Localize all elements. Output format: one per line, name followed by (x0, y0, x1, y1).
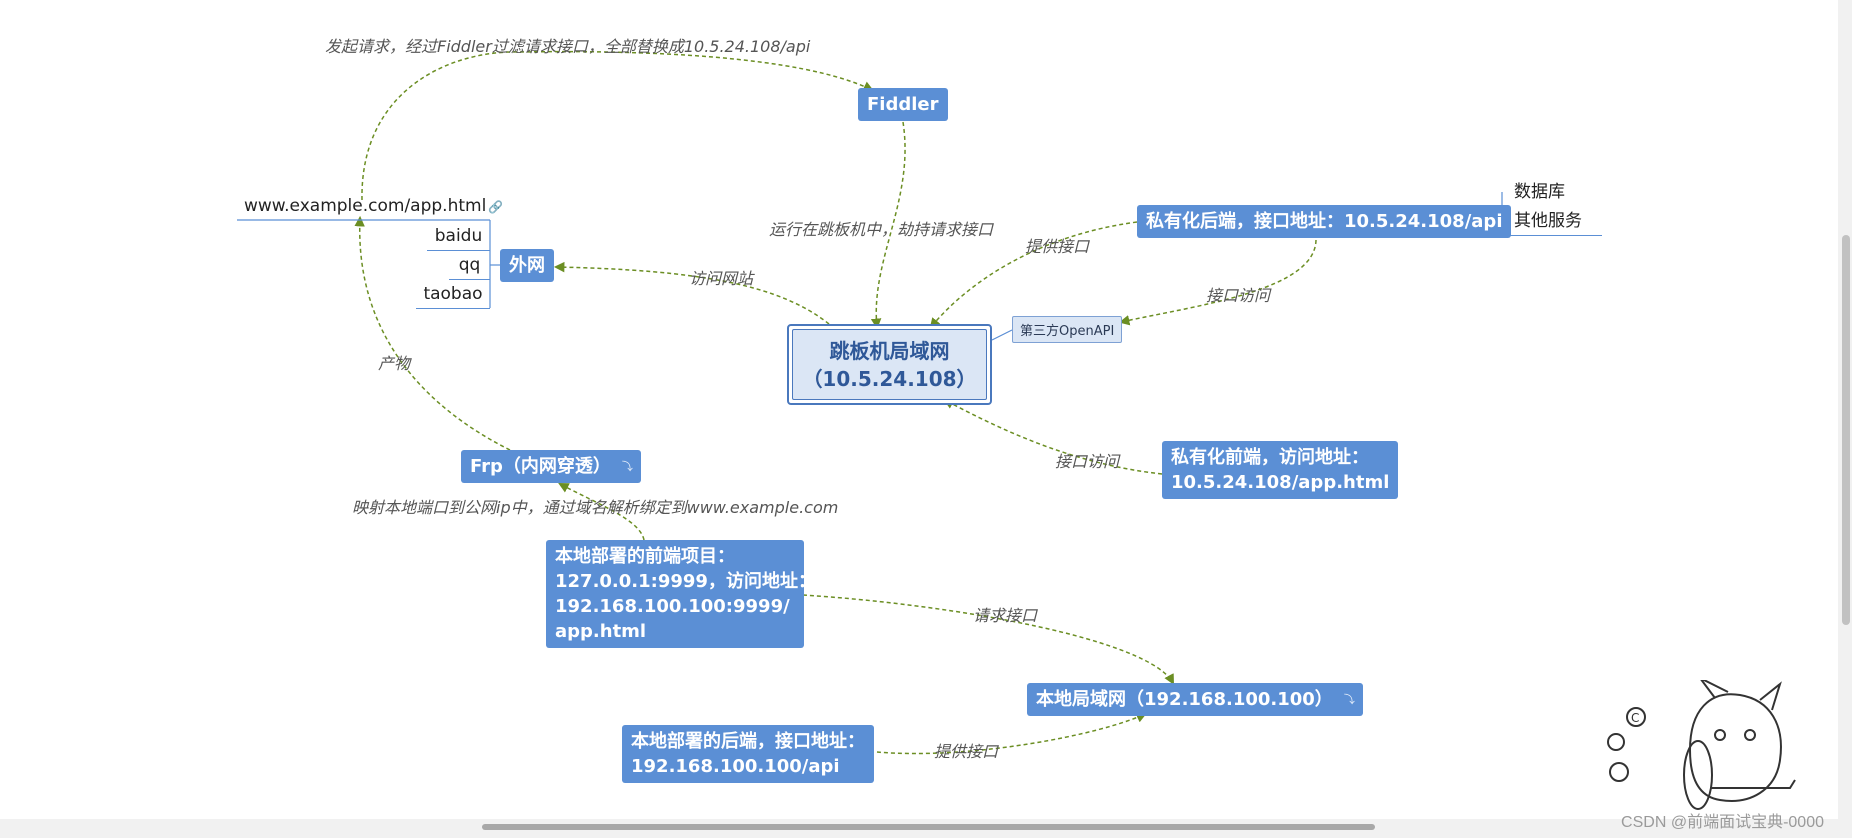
center-node-inner: 跳板机局域网 （10.5.24.108） (792, 329, 987, 400)
third-party-label: 第三方OpenAPI (1020, 324, 1115, 339)
leaf-baidu-label: baidu (434, 226, 483, 246)
horizontal-scroll-thumb[interactable] (482, 824, 1375, 830)
vertical-scroll-thumb[interactable] (1842, 235, 1850, 625)
label-request-api: 请求接口 (973, 606, 1038, 625)
center-node[interactable]: 跳板机局域网 （10.5.24.108） (787, 324, 992, 405)
frp-collapse-icon[interactable]: ⤵ (621, 459, 633, 473)
local-lan-collapse-icon[interactable]: ⤵ (1343, 692, 1355, 706)
local-lan-label: 本地局域网（192.168.100.100） (1036, 689, 1333, 710)
label-product: 产物 (378, 354, 411, 373)
site-leaf-qq[interactable]: qq (449, 254, 490, 280)
local-frontend-line3: 192.168.100.100:9999/ (555, 596, 790, 617)
edge-request-api (802, 594, 1174, 685)
fiddler-node[interactable]: Fiddler (858, 88, 948, 121)
backend-child-other-label: 其他服务 (1514, 211, 1582, 231)
edge-api-access-private (1118, 239, 1317, 326)
local-frontend-node[interactable]: 本地部署的前端项目： 127.0.0.1:9999，访问地址： 192.168.… (546, 540, 816, 648)
label-visit-site: 访问网站 (689, 269, 754, 288)
label-api-access-private: 接口访问 (1206, 286, 1271, 305)
private-frontend-node[interactable]: 私有化前端，访问地址： 10.5.24.108/app.html (1162, 441, 1399, 499)
leaf-qq-label: qq (458, 255, 481, 275)
csdn-watermark: CSDN @前端面试宝典-0000 (1621, 814, 1824, 831)
label-run-on-jump: 运行在跳板机中，劫持请求接口 (769, 220, 994, 239)
connector-third-party (991, 329, 1013, 341)
backend-child-db[interactable]: 数据库 (1502, 181, 1592, 203)
site-url-label: www.example.com/app.html (244, 196, 487, 216)
label-provide-api-private: 提供接口 (1025, 237, 1090, 256)
fiddler-label: Fiddler (867, 94, 939, 115)
edge-product (354, 215, 511, 451)
external-net-node[interactable]: 外网 (500, 249, 554, 282)
external-net-label: 外网 (509, 255, 545, 276)
label-api-access-frontend: 接口访问 (1055, 452, 1120, 471)
private-frontend-line1: 私有化前端，访问地址： (1171, 447, 1369, 468)
site-url-node[interactable]: www.example.com/app.html🔗 (244, 195, 503, 218)
local-backend-line1: 本地部署的后端，接口地址： (631, 731, 865, 752)
private-frontend-line2: 10.5.24.108/app.html (1171, 472, 1390, 493)
leaf-taobao-label: taobao (423, 284, 483, 304)
svg-text:C: C (1631, 711, 1639, 725)
link-icon[interactable]: 🔗 (488, 200, 504, 214)
edge-request-via-fiddler (361, 50, 874, 201)
site-leaf-taobao[interactable]: taobao (416, 283, 490, 309)
third-party-node[interactable]: 第三方OpenAPI (1012, 316, 1123, 343)
vertical-scrollbar[interactable] (1838, 0, 1852, 838)
center-subtitle: （10.5.24.108） (802, 366, 977, 391)
center-title: 跳板机局域网 (829, 338, 950, 363)
dog-mascot-icon: C (1607, 680, 1796, 810)
private-backend-label: 私有化后端，接口地址：10.5.24.108/api (1146, 211, 1503, 232)
edge-provide-api-private (929, 221, 1138, 329)
edge-provide-api-local (876, 712, 1147, 755)
edge-api-access-frontend (943, 399, 1163, 475)
label-map-port: 映射本地端口到公网ip中，通过域名解析绑定到www.example.com (352, 498, 839, 517)
horizontal-scrollbar[interactable] (0, 819, 1838, 838)
site-leaf-baidu[interactable]: baidu (427, 225, 490, 251)
edge-run-on-jump (870, 121, 906, 330)
label-request-via-fiddler: 发起请求，经过Fiddler过滤请求接口，全部替换成10.5.24.108/ap… (325, 37, 811, 56)
local-backend-node[interactable]: 本地部署的后端，接口地址： 192.168.100.100/api (622, 725, 874, 783)
label-provide-api-local: 提供接口 (934, 742, 999, 761)
private-backend-node[interactable]: 私有化后端，接口地址：10.5.24.108/api (1137, 205, 1512, 238)
local-frontend-line4: app.html (555, 621, 647, 642)
backend-child-other[interactable]: 其他服务 (1502, 210, 1602, 236)
frp-label: Frp（内网穿透） (470, 456, 611, 477)
local-backend-line2: 192.168.100.100/api (631, 756, 840, 777)
local-frontend-line2: 127.0.0.1:9999，访问地址： (555, 571, 816, 592)
edge-visit-site (553, 261, 830, 325)
frp-node[interactable]: Frp（内网穿透） ⤵ (461, 450, 641, 483)
local-frontend-line1: 本地部署的前端项目： (555, 546, 735, 567)
backend-child-db-label: 数据库 (1514, 182, 1565, 202)
local-lan-node[interactable]: 本地局域网（192.168.100.100） ⤵ (1027, 683, 1363, 716)
